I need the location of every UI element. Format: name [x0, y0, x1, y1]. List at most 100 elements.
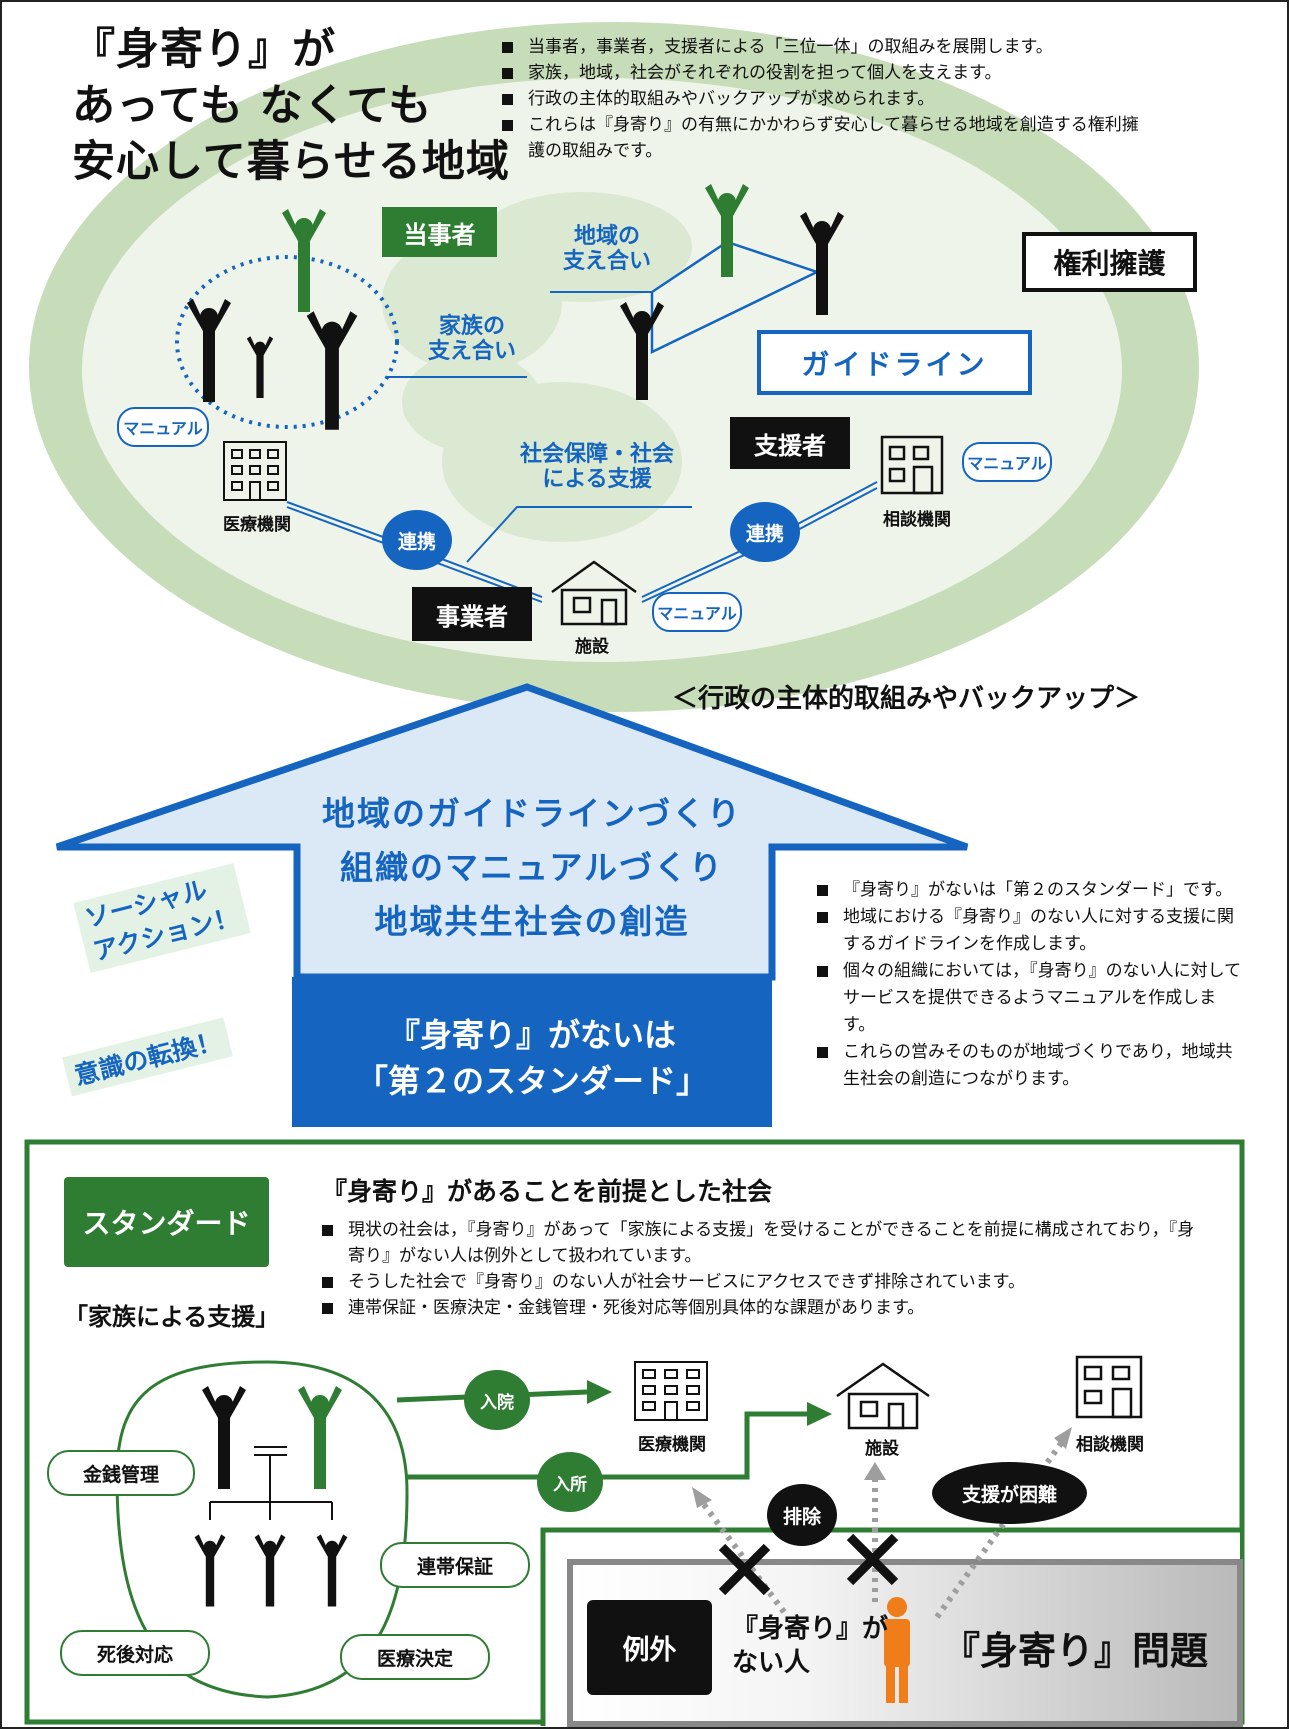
nai-hito-label: 『身寄り』が ない人: [732, 1612, 888, 1680]
bullet-item: そうした社会で『身寄り』のない人が社会サービスにアクセスできず排除されています。: [322, 1269, 1202, 1295]
title-line: 『身寄り』が: [72, 25, 336, 75]
family-dotted-circle: [175, 255, 399, 429]
shakai-line: [466, 506, 692, 563]
person-black: [187, 299, 231, 402]
bullet-item: 個々の組織においては，『身寄り』のない人に対してサービスを提供できるようマニュア…: [817, 958, 1242, 1039]
inner-ellipse: [82, 78, 1122, 662]
label-line: 家族の: [438, 314, 505, 339]
kazoku-support-label: 家族の 支え合い: [412, 314, 532, 364]
iryo-kettei-badge: 医療決定: [340, 1634, 490, 1680]
manual-badge: マニュアル: [117, 407, 209, 447]
person-child: [254, 1534, 286, 1607]
renkei-badge: 連携: [382, 510, 452, 570]
consult-building-icon: [880, 435, 944, 495]
hospital-building-icon: [223, 441, 287, 501]
renkei-badge: 連携: [730, 502, 800, 562]
standard-label: スタンダード: [64, 1177, 269, 1267]
marriage-line: [209, 1446, 333, 1520]
hospital-building-icon: [634, 1361, 708, 1421]
arrow-base-text: 『身寄り』がないは 「第２のスタンダード」: [297, 1012, 767, 1104]
title-line: あっても なくても: [72, 81, 433, 131]
bottom-heading: 『身寄り』があることを前提とした社会: [322, 1177, 773, 1206]
label-line: による支援: [542, 467, 652, 492]
label-line: 『身寄り』が: [732, 1614, 889, 1644]
title-line: 安心して暮らせる地域: [72, 137, 510, 187]
iryo-kikan-label: 医療機関: [223, 515, 291, 535]
person-black: [620, 302, 664, 400]
x-mark-icon: [718, 1543, 771, 1596]
bullet-item: 行政の主体的取組みやバックアップが求められます。: [502, 86, 1152, 112]
gyosei-label: ＜行政の主体的取組みやバックアップ＞: [672, 684, 1141, 714]
bullet-item: 現状の社会は，『身寄り』があって「家族による支援」を受けることができることを前提…: [322, 1217, 1202, 1269]
base-line: 『身寄り』がないは: [387, 1016, 676, 1054]
top-bullets: 当事者，事業者，支援者による「三位一体」の取組みを展開します。 家族，地域，社会…: [502, 34, 1152, 164]
middle-bullets: 『身寄り』がないは「第２のスタンダード」です。 地域における『身寄り』のない人に…: [817, 877, 1242, 1093]
person-child: [194, 1534, 226, 1607]
person-child: [246, 336, 274, 398]
facility-house-icon: [551, 560, 637, 626]
nyusho-arrow: [407, 1411, 807, 1480]
person-black: [800, 212, 844, 315]
x-mark-icon: [846, 1533, 899, 1586]
person-green-top: [705, 184, 749, 277]
exception-border: [540, 1527, 1242, 1726]
dotted-arrowheads: [692, 1427, 1072, 1508]
guideline-label: ガイドライン: [757, 330, 1032, 395]
label-line: 支え合い: [427, 339, 516, 364]
nyuin-badge: 入院: [464, 1370, 530, 1430]
base-line: 「第２のスタンダード」: [355, 1062, 708, 1100]
chiiki-support-label: 地域の 支え合い: [547, 224, 667, 274]
blob: [402, 352, 542, 452]
rentai-hosho-badge: 連帯保証: [380, 1542, 530, 1588]
kazoku-label: 「家族による支援」: [64, 1303, 280, 1331]
shisetsu-label: 施設: [575, 637, 609, 657]
person-orange: [884, 1597, 910, 1703]
person-green: [298, 1386, 342, 1489]
kenri-yogo-label: 権利擁護: [1022, 232, 1197, 292]
bullet-item: 『身寄り』がないは「第２のスタンダード」です。: [817, 877, 1242, 904]
sodan-kikan-label: 相談機関: [883, 510, 951, 530]
shisetsu-label: 施設: [865, 1439, 899, 1459]
sodan-kikan-label: 相談機関: [1076, 1435, 1144, 1455]
bullet-item: 地域における『身寄り』のない人に対する支援に関するガイドラインを作成します。: [817, 904, 1242, 958]
person-black: [306, 311, 358, 430]
dotted-arrows: [699, 1440, 1065, 1619]
bullet-item: これらの営みそのものが地域づくりであり，地域共生社会の創造につながります。: [817, 1039, 1242, 1093]
bullet-item: 家族，地域，社会がそれぞれの役割を担って個人を支えます。: [502, 60, 1152, 86]
label-line: ない人: [732, 1648, 811, 1678]
kinsen-kanri-badge: 金銭管理: [47, 1450, 195, 1496]
consult-building-icon: [1075, 1355, 1143, 1419]
bottom-bullets: 現状の社会は，『身寄り』があって「家族による支援」を受けることができることを前提…: [322, 1217, 1202, 1321]
bullet-item: これらは『身寄り』の有無にかかわらず安心して暮らせる地域を創造する権利擁護の取組…: [502, 112, 1152, 164]
person-black: [202, 1386, 246, 1489]
shien-konnan-badge: 支援が困難: [932, 1462, 1087, 1524]
arrow-line: 組織のマニュアルづくり: [339, 848, 724, 887]
label-line: 支え合い: [562, 249, 651, 274]
bullet-item: 当事者，事業者，支援者による「三位一体」の取組みを展開します。: [502, 34, 1152, 60]
label-line: 地域の: [573, 224, 640, 249]
reigai-label: 例外: [587, 1600, 712, 1695]
manual-badge: マニュアル: [962, 442, 1052, 482]
facility-house-icon: [836, 1362, 930, 1430]
shienza-label: 支援者: [730, 417, 850, 469]
jigyosha-label: 事業者: [412, 587, 532, 641]
tojisha-label: 当事者: [382, 207, 497, 257]
arrow-base: [292, 977, 772, 1127]
manual-badge: マニュアル: [652, 592, 742, 632]
nyusho-arrowhead: [807, 1402, 832, 1426]
arrow-line: 地域のガイドラインづくり: [322, 794, 742, 833]
person-green-top: [282, 209, 326, 312]
page-title: 『身寄り』が あっても なくても 安心して暮らせる地域: [72, 22, 510, 190]
bullet-item: 連帯保証・医療決定・金銭管理・死後対応等個別具体的な課題があります。: [322, 1295, 1202, 1321]
mondai-label: 『身寄り』問題: [942, 1629, 1209, 1673]
arrow-text: 地域のガイドラインづくり 組織のマニュアルづくり 地域共生社会の創造: [297, 787, 767, 949]
arrow-line: 地域共生社会の創造: [374, 902, 690, 941]
haijo-badge: 排除: [767, 1484, 837, 1546]
label-line: 社会保障・社会: [519, 442, 674, 467]
shigo-taio-badge: 死後対応: [60, 1630, 210, 1676]
shakai-support-label: 社会保障・社会 による支援: [497, 442, 697, 492]
nyusho-badge: 入所: [537, 1452, 603, 1512]
iryo-kikan-label: 医療機関: [638, 1435, 706, 1455]
